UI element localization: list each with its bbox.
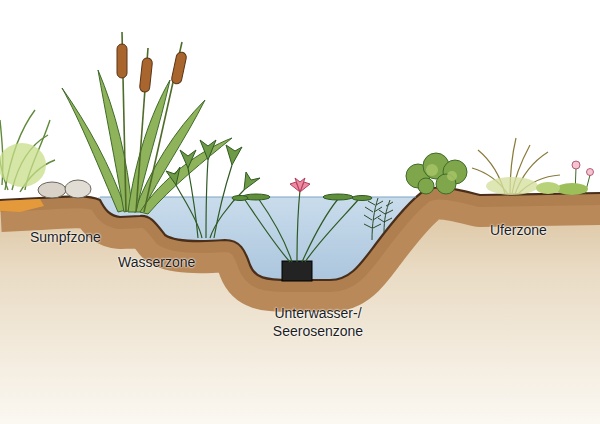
zone-label: Wasserzone [118,253,195,271]
zone-label: Unterwasser-/ Seerosenzone [262,304,374,340]
zone-label: Sumpfzone [30,228,101,246]
zone-label: Uferzone [490,221,547,239]
